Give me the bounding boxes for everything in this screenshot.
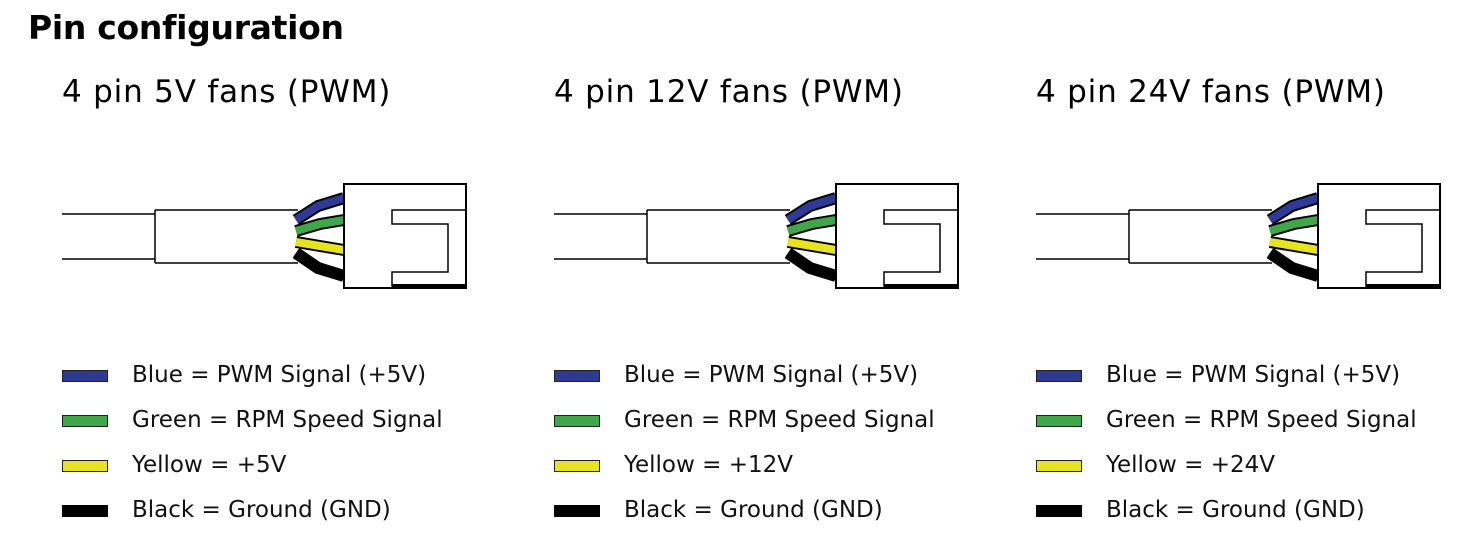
yellow-wire xyxy=(295,238,345,254)
legend-label: Yellow = +5V xyxy=(132,452,287,478)
connector-latch xyxy=(391,209,466,287)
legend-label: Black = Ground (GND) xyxy=(624,497,883,523)
yellow-swatch xyxy=(554,460,600,472)
green-swatch xyxy=(554,415,600,427)
legend-label: Blue = PWM Signal (+5V) xyxy=(132,362,427,388)
blue-swatch xyxy=(1036,370,1082,382)
green-wire xyxy=(786,216,837,235)
connector-housing xyxy=(343,183,467,289)
legend-label: Yellow = +12V xyxy=(624,452,793,478)
column-title: 4 pin 24V fans (PWM) xyxy=(1036,74,1386,110)
black-swatch xyxy=(554,505,600,517)
legend-label: Green = RPM Speed Signal xyxy=(624,407,935,433)
legend-label: Yellow = +24V xyxy=(1106,452,1275,478)
black-swatch xyxy=(62,505,108,517)
blue-swatch xyxy=(62,370,108,382)
yellow-wire xyxy=(1269,238,1319,254)
column-5v: 4 pin 5V fans (PWM) Blue = PWM Signal (+… xyxy=(62,0,532,554)
column-title: 4 pin 12V fans (PWM) xyxy=(554,74,904,110)
blue-wire xyxy=(293,194,346,224)
cable-sleeve xyxy=(646,209,790,264)
green-swatch xyxy=(62,415,108,427)
legend-label: Black = Ground (GND) xyxy=(132,497,391,523)
yellow-wire xyxy=(787,238,837,254)
yellow-swatch xyxy=(62,460,108,472)
blue-swatch xyxy=(554,370,600,382)
column-title: 4 pin 5V fans (PWM) xyxy=(62,74,392,110)
connector-latch xyxy=(883,209,958,287)
legend-label: Blue = PWM Signal (+5V) xyxy=(624,362,919,388)
black-wire xyxy=(1267,249,1320,280)
column-24v: 4 pin 24V fans (PWM) Blue = PWM Signal (… xyxy=(1036,0,1482,554)
cable-sleeve xyxy=(1128,209,1272,264)
legend-label: Black = Ground (GND) xyxy=(1106,497,1365,523)
connector-latch xyxy=(1365,209,1440,287)
green-swatch xyxy=(1036,415,1082,427)
connector-diagram xyxy=(554,183,959,289)
column-12v: 4 pin 12V fans (PWM) Blue = PWM Signal (… xyxy=(554,0,1024,554)
blue-wire xyxy=(785,194,838,224)
legend-label: Green = RPM Speed Signal xyxy=(132,407,443,433)
legend-label: Green = RPM Speed Signal xyxy=(1106,407,1417,433)
green-wire xyxy=(1268,216,1319,235)
cable-sleeve xyxy=(154,209,298,264)
legend-label: Blue = PWM Signal (+5V) xyxy=(1106,362,1401,388)
green-wire xyxy=(294,216,345,235)
black-wire xyxy=(785,249,838,280)
connector-diagram xyxy=(1036,183,1441,289)
black-swatch xyxy=(1036,505,1082,517)
blue-wire xyxy=(1267,194,1320,224)
connector-housing xyxy=(1317,183,1441,289)
yellow-swatch xyxy=(1036,460,1082,472)
connector-diagram xyxy=(62,183,467,289)
page-title: Pin configuration xyxy=(28,8,344,47)
black-wire xyxy=(293,249,346,280)
